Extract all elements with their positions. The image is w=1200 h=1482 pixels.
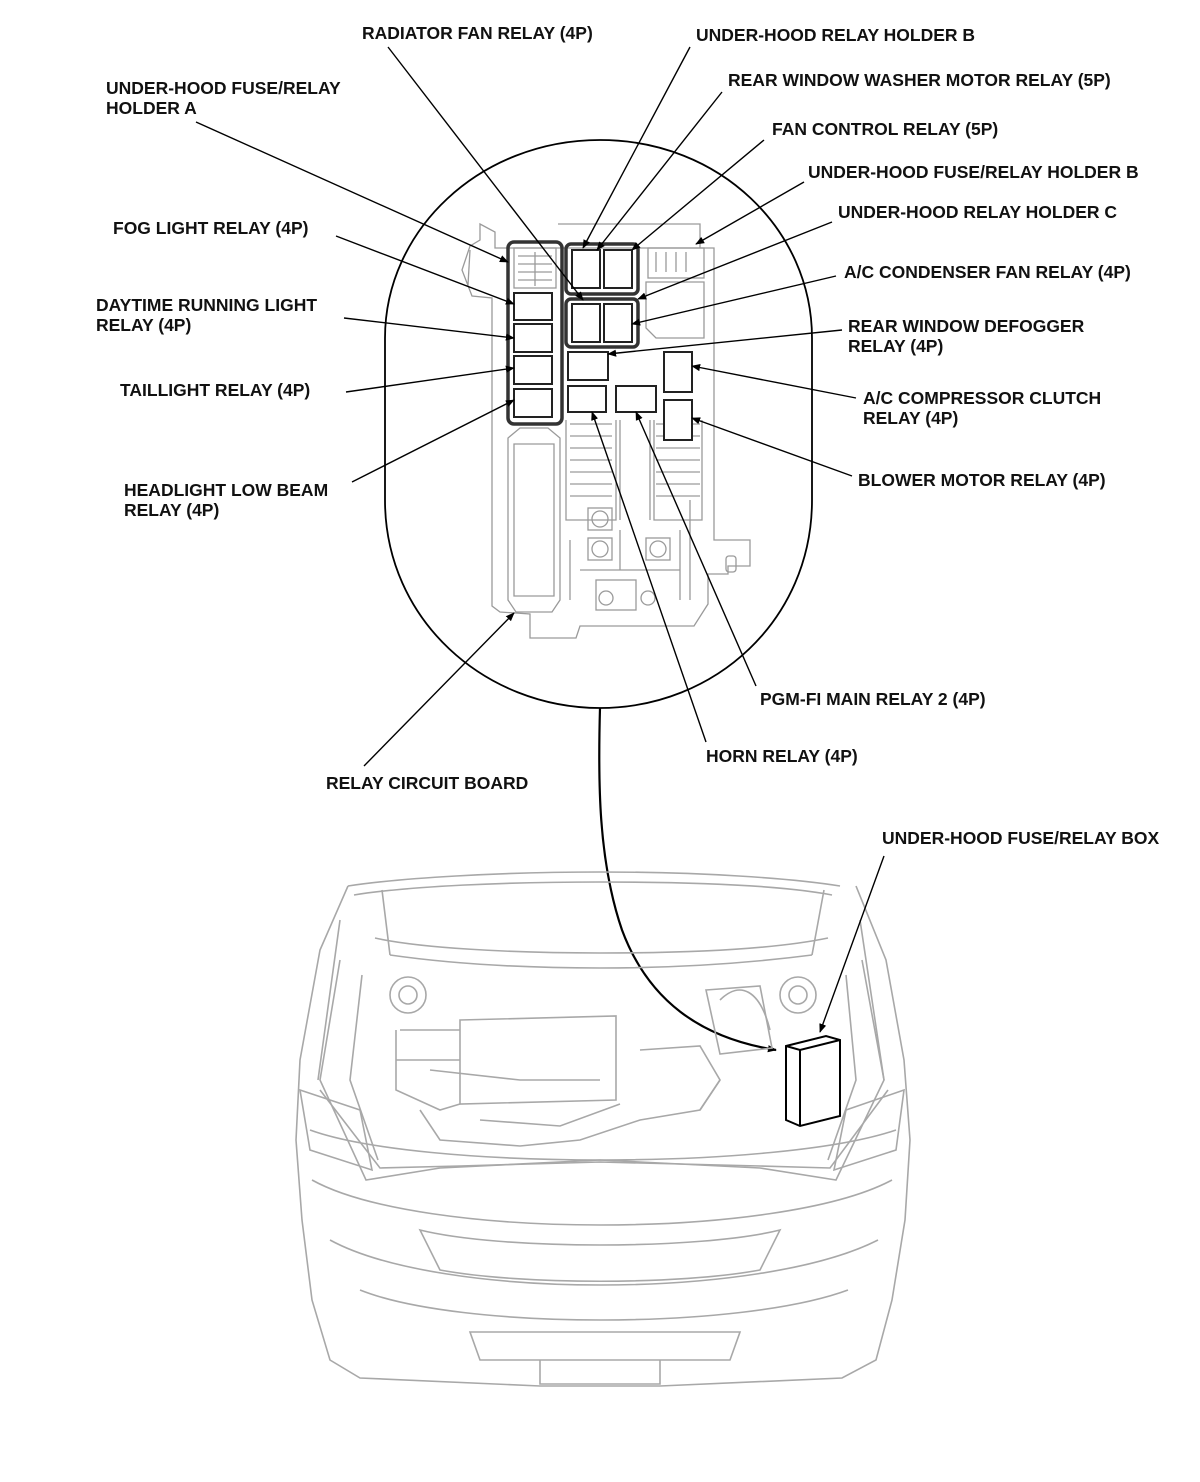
taillight-relay-slot	[513, 355, 553, 385]
small-fuse-grid	[513, 247, 705, 289]
label-under-hood-relay-holder-b: UNDER-HOOD RELAY HOLDER B	[696, 25, 975, 45]
label-headlight-low-beam-relay: HEADLIGHT LOW BEAM RELAY (4P)	[124, 480, 333, 520]
rear-window-defogger-relay-slot	[567, 351, 609, 381]
label-rear-window-defogger-relay: REAR WINDOW DEFOGGER RELAY (4P)	[848, 316, 1089, 356]
relay-holder-a	[506, 240, 564, 426]
label-horn-relay: HORN RELAY (4P)	[706, 746, 858, 766]
label-radiator-fan-relay: RADIATOR FAN RELAY (4P)	[362, 23, 593, 43]
daytime-running-light-relay-slot	[513, 323, 553, 353]
label-ac-condenser-fan-relay: A/C CONDENSER FAN RELAY (4P)	[844, 262, 1131, 282]
label-relay-circuit-board: RELAY CIRCUIT BOARD	[326, 773, 528, 793]
label-under-hood-fuse-relay-box: UNDER-HOOD FUSE/RELAY BOX	[882, 828, 1159, 848]
label-fan-control-relay: FAN CONTROL RELAY (5P)	[772, 119, 998, 139]
label-taillight-relay: TAILLIGHT RELAY (4P)	[120, 380, 310, 400]
label-fog-light-relay: FOG LIGHT RELAY (4P)	[113, 218, 308, 238]
ac-condenser-fan-relay-slot	[603, 303, 633, 343]
fog-light-relay-slot	[513, 292, 553, 321]
label-blower-motor-relay: BLOWER MOTOR RELAY (4P)	[858, 470, 1106, 490]
label-rear-window-washer-motor-relay: REAR WINDOW WASHER MOTOR RELAY (5P)	[728, 70, 1111, 90]
under-hood-fuse-relay-box-shape	[785, 1034, 841, 1128]
loose-relays	[567, 351, 693, 441]
label-under-hood-fuse-relay-holder-b: UNDER-HOOD FUSE/RELAY HOLDER B	[808, 162, 1139, 182]
detail-connector-line	[598, 707, 777, 1053]
relay-holder-b	[564, 242, 640, 296]
label-ac-compressor-clutch-relay: A/C COMPRESSOR CLUTCH RELAY (4P)	[863, 388, 1106, 428]
horn-relay-slot	[567, 385, 607, 413]
label-under-hood-fuse-relay-holder-a: UNDER-HOOD FUSE/RELAY HOLDER A	[106, 78, 345, 118]
detail-oval	[384, 139, 813, 709]
blower-motor-relay-slot	[663, 399, 693, 441]
fan-control-relay-slot	[603, 249, 633, 289]
radiator-fan-relay-slot	[571, 303, 601, 343]
headlight-low-beam-relay-slot	[513, 388, 553, 418]
callout-labels: RADIATOR FAN RELAY (4P) UNDER-HOOD RELAY…	[96, 23, 1159, 848]
ac-compressor-clutch-relay-slot	[663, 351, 693, 393]
leader-lines	[195, 46, 885, 1033]
pgm-fi-main-relay-2-slot	[615, 385, 657, 413]
label-pgm-fi-main-relay-2: PGM-FI MAIN RELAY 2 (4P)	[760, 689, 986, 709]
vehicle-front-illustration	[295, 871, 911, 1387]
rear-window-washer-motor-relay-slot	[571, 249, 601, 289]
relay-holder-c	[564, 281, 705, 349]
label-daytime-running-light-relay: DAYTIME RUNNING LIGHT RELAY (4P)	[96, 295, 322, 335]
detail-view	[384, 139, 813, 709]
label-under-hood-relay-holder-c: UNDER-HOOD RELAY HOLDER C	[838, 202, 1117, 222]
